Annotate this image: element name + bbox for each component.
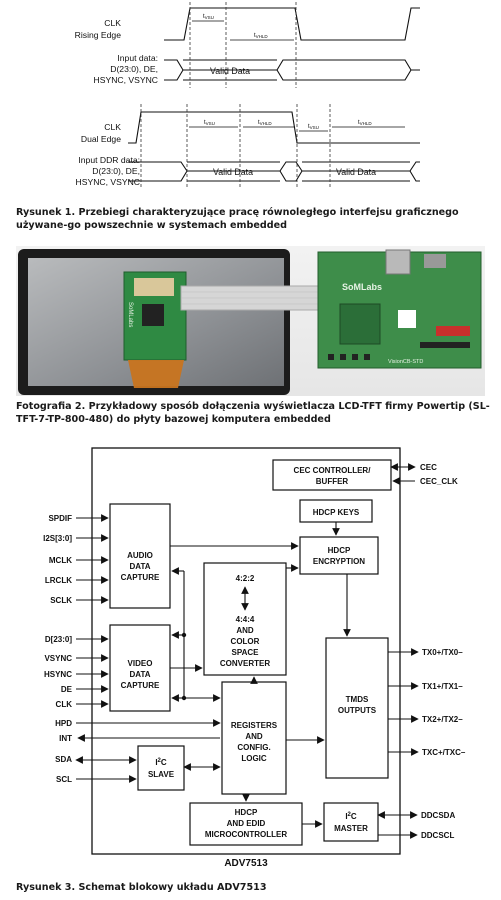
figure-2-caption: Fotografia 2. Przykładowy sposób dołącze… [16,401,490,425]
chip-name-label: ADV7513 [224,858,268,869]
tmds-label-2: OUTPUTS [338,706,377,715]
lcd-board-photo: SoMLabs SoMLabs VisionCB-STD [16,246,485,396]
adv7513-block-diagram: CEC CONTROLLER/ BUFFER HDCP KEYS HDCP EN… [43,447,466,869]
figure-1-caption: Rysunek 1. Przebiegi charakteryzujące pr… [16,207,459,231]
audio-capture-label-1: AUDIO [127,551,153,560]
converter-label-4: COLOR [231,637,260,646]
video-capture-label-3: CAPTURE [121,681,160,690]
pin-clk: CLK [56,700,73,709]
tvhld-label-2: tVHLD [258,120,272,126]
board-brand-label: SoMLabs [342,282,382,292]
pin-sda: SDA [55,755,72,764]
ddr-data-sync-label: HSYNC, VSYNC [76,177,140,187]
pin-spdif: SPDIF [48,514,72,523]
converter-label-1: 4:2:2 [236,574,255,583]
i2c-slave-label-2: SLAVE [148,770,175,779]
tvsu-label: tVSU [203,14,214,20]
audio-capture-label-2: DATA [129,562,150,571]
registers-label-2: AND [245,732,263,741]
pin-ddcsda: DDCSDA [421,811,455,820]
converter-label-3: AND [236,626,254,635]
converter-label-2: 4:4:4 [236,615,255,624]
pin-hpd: HPD [55,719,72,728]
pin-de: DE [61,685,73,694]
tvhld-label-3: tVHLD [358,120,372,126]
registers-label-4: LOGIC [241,754,267,763]
micro-label-3: MICROCONTROLLER [205,830,287,839]
pin-hsync: HSYNC [44,670,72,679]
rising-edge-label: Rising Edge [75,30,122,40]
pin-d: D[23:0] [45,635,72,644]
pin-tx2: TX2+/TX2– [422,715,463,724]
pin-mclk: MCLK [49,556,72,565]
i2c-master-label-2: MASTER [334,824,368,833]
micro-label-1: HDCP [235,808,258,817]
module-brand-label: SoMLabs [127,302,133,327]
tvhld-label: tVHLD [254,33,268,39]
pin-scl: SCL [56,775,72,784]
cec-buffer-label: BUFFER [316,477,349,486]
pin-cec: CEC [420,463,437,472]
converter-label-5: SPACE [232,648,260,657]
valid-data-label-3: Valid Data [336,167,376,177]
pin-ddcscl: DDCSCL [421,831,454,840]
board-name-label: VisionCB-STD [388,359,423,365]
registers-label-1: REGISTERS [231,721,278,730]
pin-txc: TXC+/TXC– [422,748,466,757]
valid-data-label: Valid Data [210,66,250,76]
registers-label-3: CONFIG. [237,743,270,752]
valid-data-label-2: Valid Data [213,167,253,177]
converter-label-6: CONVERTER [220,659,270,668]
cec-controller-label: CEC CONTROLLER/ [294,466,372,475]
timing-diagram: CLK Rising Edge Input data: D(23:0), DE,… [75,2,420,188]
input-data-label: Input data: [117,53,158,63]
micro-label-2: AND EDID [227,819,266,828]
dual-clk-label: CLK [104,122,121,132]
tmds-label-1: TMDS [346,695,369,704]
pin-lrclk: LRCLK [45,576,72,585]
pin-cec-clk: CEC_CLK [420,477,458,486]
ddr-data-signals-label: D(23:0), DE, [92,166,140,176]
hdcp-keys-label: HDCP KEYS [313,508,360,517]
rising-clk-label: CLK [104,18,121,28]
tvsu-label-3: tVSU [308,124,319,130]
pin-vsync: VSYNC [44,654,72,663]
pin-int: INT [59,734,72,743]
hdcp-encryption-label-1: HDCP [328,546,351,555]
pin-tx1: TX1+/TX1– [422,682,463,691]
video-capture-label-2: DATA [129,670,150,679]
tvsu-label-2: tVSU [204,120,215,126]
input-data-signals-label: D(23:0), DE, [110,64,158,74]
pin-i2s: I2S[3:0] [43,534,72,543]
dual-edge-label: Dual Edge [81,134,121,144]
figure-3-caption: Rysunek 3. Schemat blokowy układu ADV751… [16,882,267,893]
pin-sclk: SCLK [50,596,72,605]
hdcp-encryption-label-2: ENCRYPTION [313,557,365,566]
i2c-master-label: I2C [345,812,357,821]
audio-capture-label-3: CAPTURE [121,573,160,582]
ddr-data-label: Input DDR data: [78,155,140,165]
i2c-slave-label: I2C [155,758,167,767]
video-capture-label-1: VIDEO [128,659,153,668]
pin-tx0: TX0+/TX0– [422,648,463,657]
input-data-sync-label: HSYNC, VSYNC [94,75,158,85]
